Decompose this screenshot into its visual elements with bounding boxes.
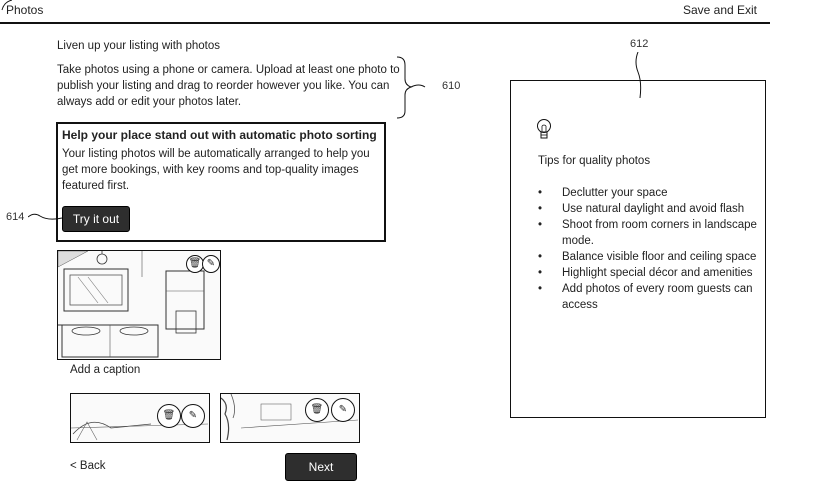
reference-label-612: 612 [630,38,649,50]
intro-heading: Liven up your listing with photos [57,40,221,52]
list-item: Declutter your space [538,185,760,201]
auto-sort-feature-box [56,122,386,242]
tips-list: Declutter your space Use natural dayligh… [538,185,760,313]
reference-leader-614 [28,213,63,220]
delete-icon[interactable]: 🗑 [157,404,181,428]
page-title: Photos [6,3,44,17]
feature-description: Your listing photos will be automaticall… [62,148,370,192]
photo-thumbnail[interactable]: 🗑 ✎ [220,393,360,443]
main-photo-bathroom[interactable]: 🗑 ✎ [57,250,221,360]
edit-icon[interactable]: ✎ [331,398,355,422]
upload-instructions: Take photos using a phone or camera. Upl… [57,64,400,108]
list-item: Highlight special décor and amenities [538,265,760,281]
reference-leader-612 [635,52,642,98]
feature-title: Help your place stand out with automatic… [62,128,377,142]
list-item: Add photos of every room guests can acce… [538,281,760,313]
add-caption-label[interactable]: Add a caption [70,364,141,376]
next-button[interactable]: Next [285,453,357,481]
reference-brace-610 [396,56,426,119]
list-item: Balance visible floor and ceiling space [538,249,760,265]
try-it-out-button[interactable]: Try it out [62,206,130,232]
list-item: Shoot from room corners in landscape mod… [538,217,760,249]
reference-label-610: 610 [442,80,461,92]
photo-thumbnail[interactable]: 🗑 ✎ [70,393,210,443]
delete-icon[interactable]: 🗑 [305,398,329,422]
header-divider [0,22,770,24]
edit-icon[interactable]: ✎ [181,404,205,428]
tips-panel [510,80,766,418]
back-link[interactable]: < Back [70,460,106,472]
header-hook-mark [1,0,12,11]
bathroom-sketch [57,250,205,358]
list-item: Use natural daylight and avoid flash [538,201,760,217]
save-and-exit-link[interactable]: Save and Exit [682,3,757,17]
tips-title: Tips for quality photos [538,155,651,167]
reference-label-614: 614 [6,211,25,223]
edit-icon[interactable]: ✎ [202,255,220,273]
lightbulb-icon [537,119,551,139]
